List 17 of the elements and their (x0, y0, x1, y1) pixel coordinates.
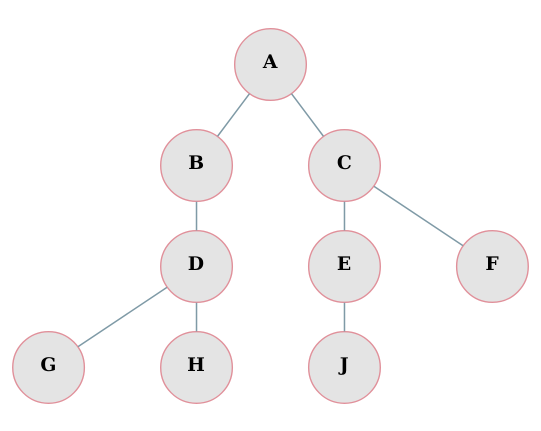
connector (374, 185, 464, 246)
node-circle: J (308, 330, 381, 404)
node-circle: D (160, 229, 234, 303)
connector (196, 302, 198, 331)
node-circle: A (234, 28, 308, 101)
node-circle: B (160, 128, 234, 202)
connector (196, 201, 198, 230)
connector (344, 302, 346, 331)
connector (290, 92, 324, 136)
node-circle: E (308, 229, 381, 303)
node-circle: F (456, 229, 529, 303)
connector (216, 92, 250, 136)
connector (344, 201, 346, 230)
node-circle: H (160, 330, 234, 404)
connector (78, 286, 168, 347)
node-circle: G (12, 330, 86, 404)
node-circle: C (308, 128, 381, 202)
